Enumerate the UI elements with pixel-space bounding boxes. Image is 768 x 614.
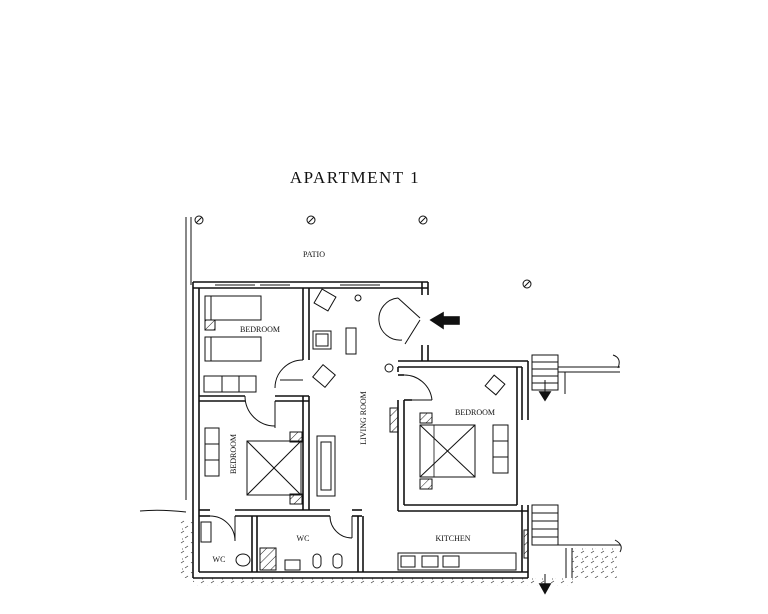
label-kitchen: KITCHEN xyxy=(435,534,470,543)
label-living-room: LIVING ROOM xyxy=(359,391,368,445)
label-bedroom-right: BEDROOM xyxy=(455,408,495,417)
label-wc-center: WC xyxy=(297,534,310,543)
living-furniture xyxy=(312,288,357,497)
label-bedroom-top: BEDROOM xyxy=(240,325,280,334)
entrance-arrow-icon xyxy=(429,311,460,330)
room-labels: PATIO BEDROOM LIVING ROOM BEDROOM BEDROO… xyxy=(213,250,495,564)
interior-walls xyxy=(199,288,528,572)
beds xyxy=(203,295,509,505)
patio-columns xyxy=(194,215,532,373)
label-patio: PATIO xyxy=(303,250,325,259)
stair-down-arrow-icon xyxy=(538,380,552,595)
kitchen-fixtures xyxy=(397,529,529,571)
plan-title: APARTMENT 1 xyxy=(289,168,421,187)
wc-fixtures xyxy=(200,521,343,571)
doors xyxy=(209,297,433,542)
label-wc-left: WC xyxy=(213,555,226,564)
label-bedroom-left: BEDROOM xyxy=(229,434,238,474)
ground-hatching xyxy=(139,354,622,586)
